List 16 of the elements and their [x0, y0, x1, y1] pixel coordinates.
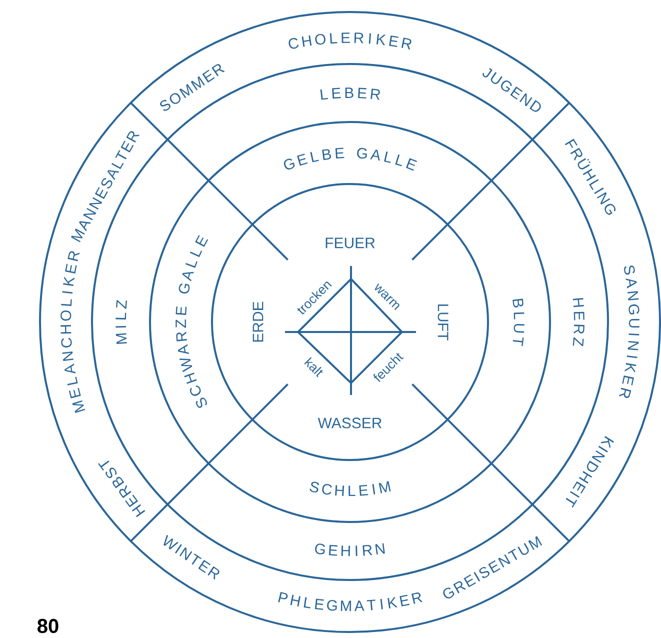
curved-label: SCHWARZE GALLE: [176, 235, 208, 408]
page-number: 80: [38, 618, 58, 634]
curved-label: LEBER: [320, 88, 380, 100]
curved-label: SCHLEIM: [310, 481, 391, 496]
curved-label: GELBE GALLE: [284, 148, 417, 171]
curved-label: MELANCHOLIKER: [60, 251, 86, 413]
element-label: ERDE: [252, 302, 264, 342]
quality-label: kalt: [304, 357, 323, 378]
element-label: FEUER: [326, 238, 375, 248]
curved-label: BLUT: [512, 298, 524, 346]
element-label: WASSER: [318, 418, 382, 428]
curved-label: PHLEGMATIKER: [278, 592, 423, 612]
curved-label: MILZ: [116, 300, 127, 344]
curved-label: SANGUINIKER: [618, 266, 640, 398]
element-label: LUFT: [438, 304, 448, 340]
curved-label: HERZ: [572, 298, 584, 346]
